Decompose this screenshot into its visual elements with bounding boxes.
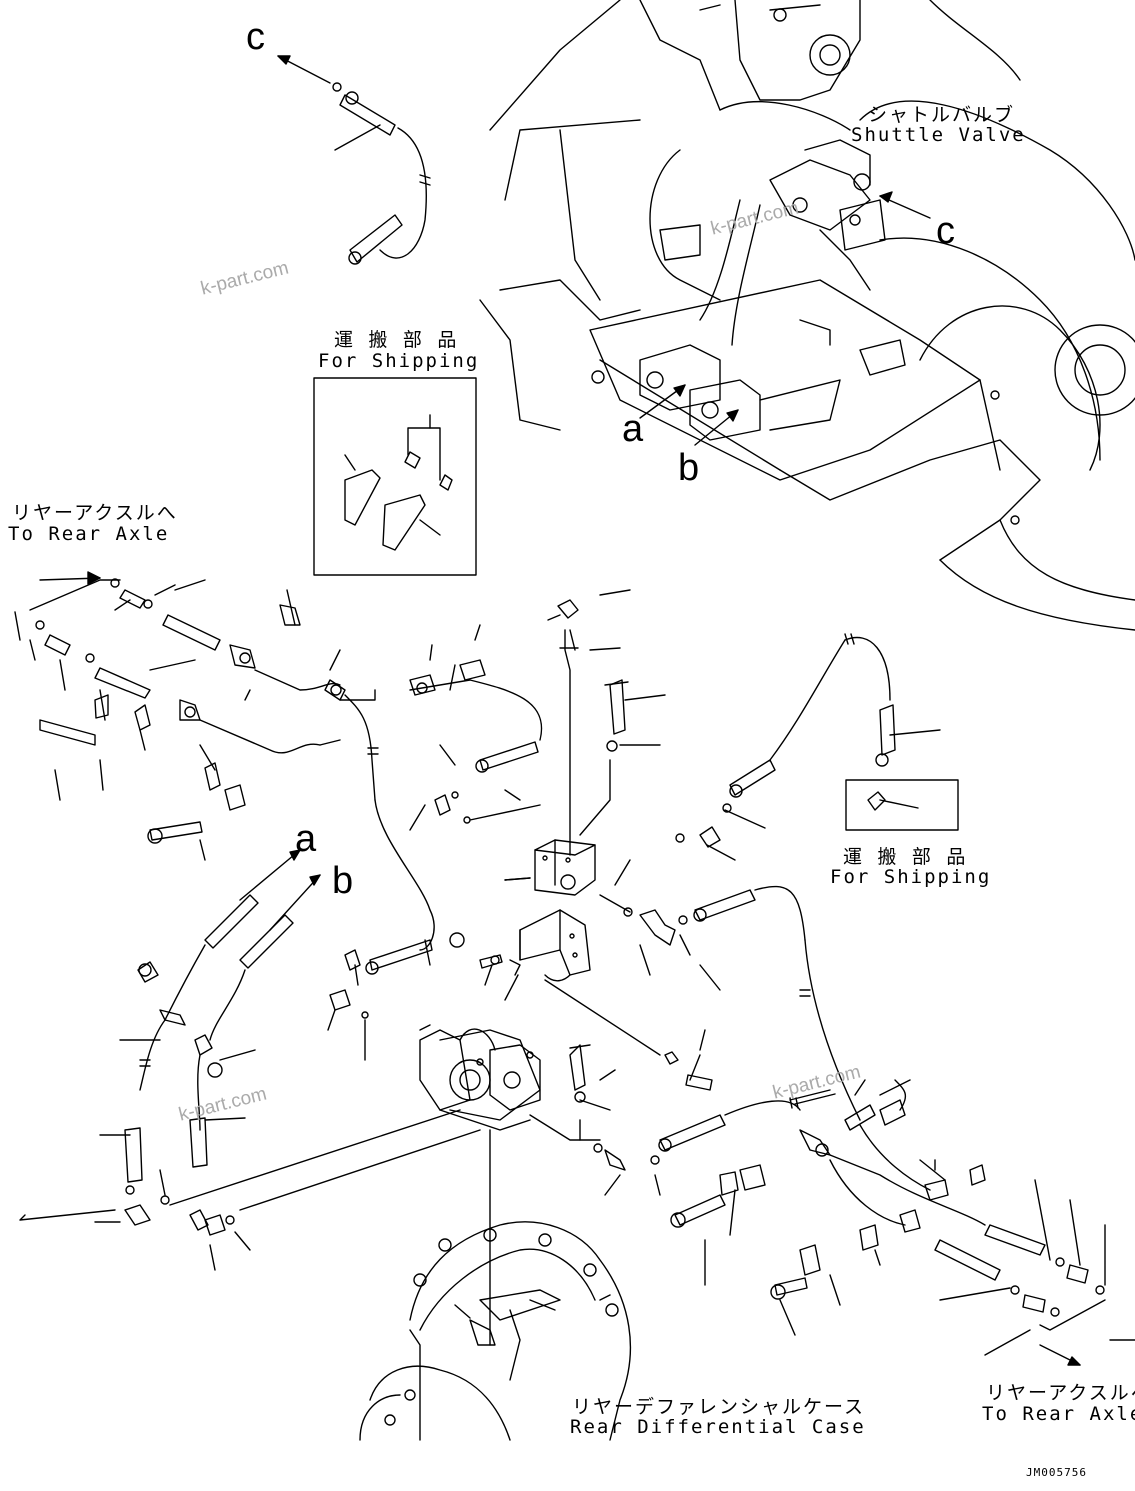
callout-b-mid: b	[332, 860, 354, 902]
leader-lines	[114, 579, 941, 1111]
callout-a-top: a	[622, 408, 644, 450]
callout-arrows-top	[277, 55, 931, 446]
shipping-1-label-jp: 運 搬 部 品	[334, 329, 459, 351]
a-b-hoses	[19, 849, 481, 1271]
callout-b-top: b	[678, 447, 700, 489]
shuttle-valve-label-en: Shuttle Valve	[851, 124, 1026, 146]
center-hoses	[339, 659, 543, 975]
shipping-box-2	[845, 779, 959, 831]
left-line-assembly	[14, 571, 346, 861]
rear-axle-right-label-jp: リヤーアクスルへ	[986, 1382, 1135, 1404]
center-valve-assembly	[419, 1024, 541, 1346]
rear-axle-left-label-en: To Rear Axle	[8, 523, 170, 545]
shipping-2-label-jp: 運 搬 部 品	[843, 846, 968, 868]
mounting-bracket	[509, 909, 591, 982]
rear-axle-right-label-en: To Rear Axle	[982, 1403, 1135, 1425]
diff-case-label-en: Rear Differential Case	[570, 1416, 866, 1438]
shuttle-valve-label-jp: シャトルバルブ	[868, 104, 1016, 126]
rear-axle-left-label-jp: リヤーアクスルへ	[12, 502, 178, 524]
right-line-assembly	[329, 633, 1135, 1366]
callout-c-valve: c	[936, 210, 955, 252]
shuttle-valve	[639, 139, 886, 441]
shipping-1-label-en: For Shipping	[318, 350, 480, 372]
drawing-number: JM005756	[1026, 1466, 1087, 1479]
diff-case-label-jp: リヤーデファレンシャルケース	[572, 1396, 866, 1418]
frame-assembly	[479, 0, 1135, 631]
shipping-2-label-en: For Shipping	[830, 866, 992, 888]
hose-to-c	[334, 91, 431, 265]
shipping-box-1	[313, 377, 477, 576]
callout-c-top: c	[246, 16, 265, 58]
callout-a-mid: a	[295, 818, 317, 860]
rear-differential-case	[359, 1221, 632, 1441]
